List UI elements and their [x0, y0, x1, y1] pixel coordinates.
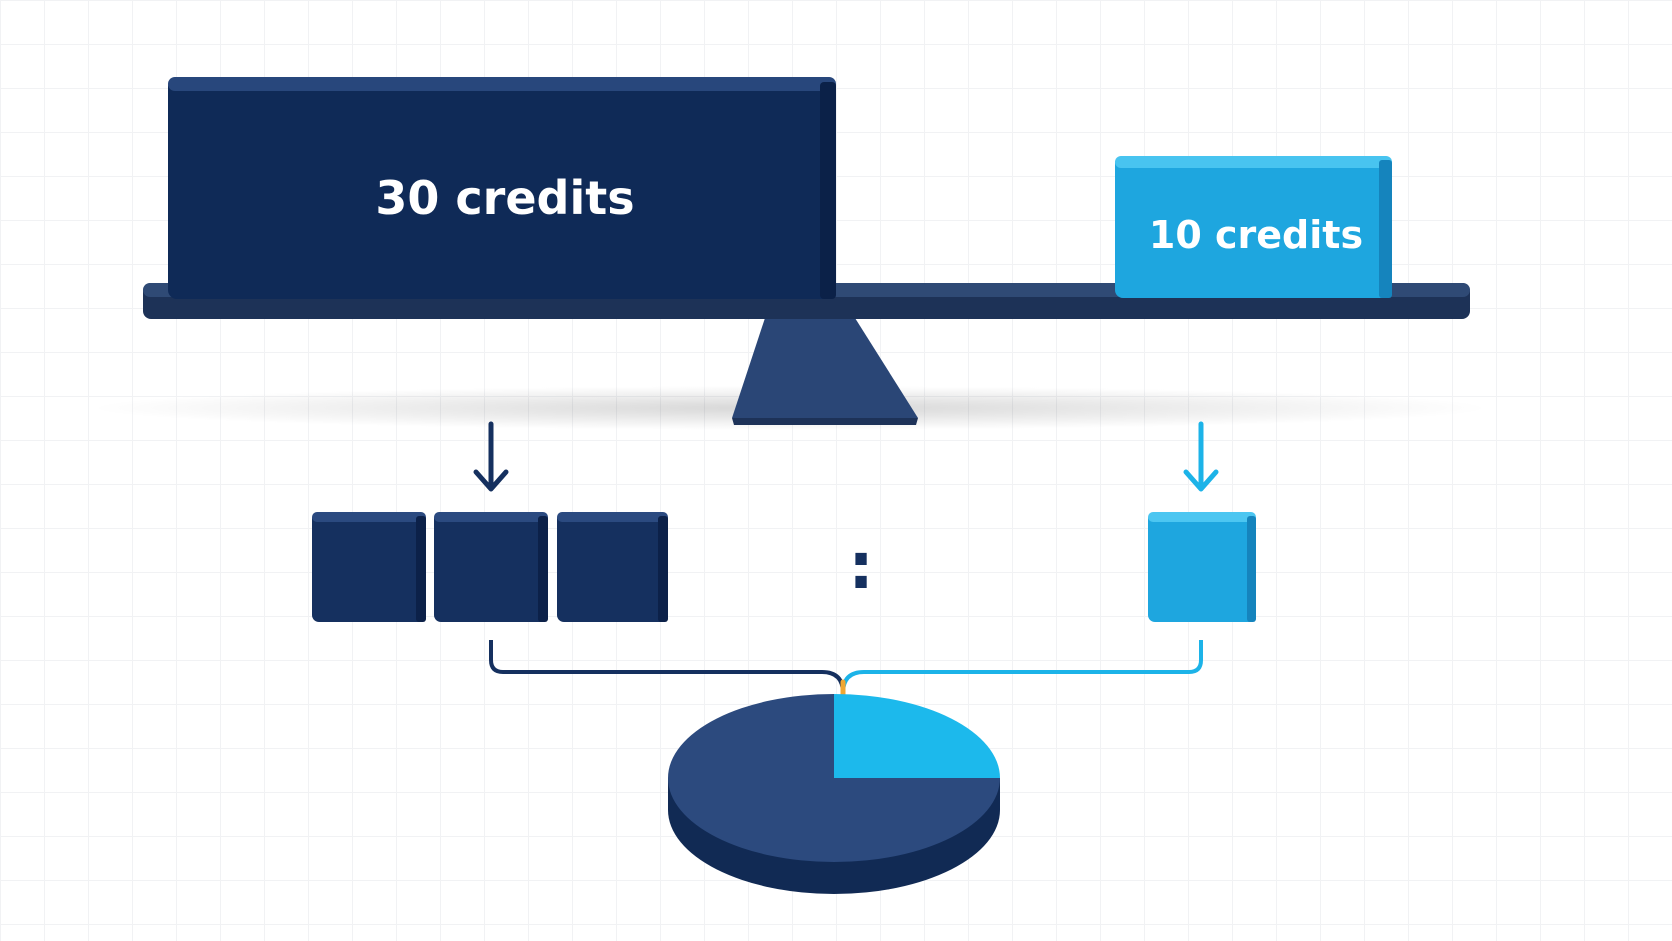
unit-cube: [312, 512, 426, 622]
connector-dark: [489, 640, 845, 694]
arrow-down-light-icon: [1183, 421, 1219, 492]
connector-light: [841, 640, 1203, 694]
dark-unit-cubes: [312, 512, 668, 622]
block-10-credits-label: 10 credits: [1149, 213, 1363, 257]
block-30-credits: 30 credits: [168, 77, 836, 299]
unit-cube: [557, 512, 668, 622]
light-unit-cube: [1148, 512, 1256, 622]
fulcrum: [732, 318, 918, 425]
block-10-credits: 10 credits: [1115, 156, 1392, 298]
arrow-down-dark-icon: [473, 421, 509, 492]
ratio-separator: :: [848, 530, 874, 604]
ratio-pie-chart: [668, 694, 1000, 894]
pie-slice-light: [834, 694, 1000, 778]
block-30-credits-label: 30 credits: [375, 171, 634, 225]
unit-cube: [434, 512, 548, 622]
